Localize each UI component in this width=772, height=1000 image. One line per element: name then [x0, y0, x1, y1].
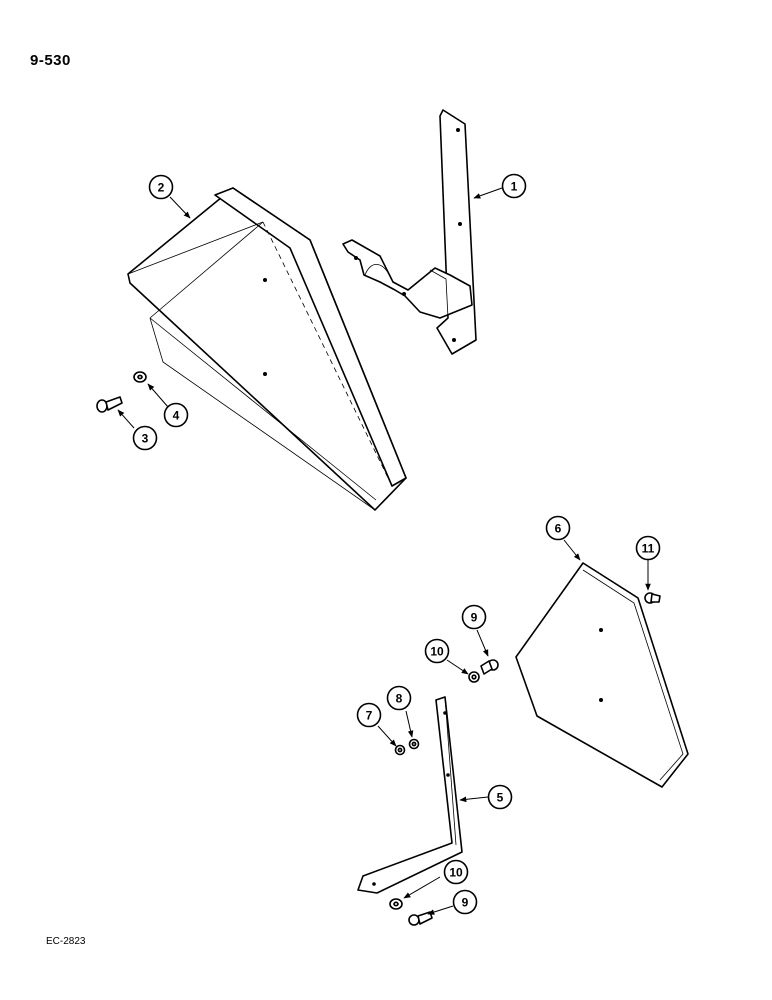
leader-3 [117, 409, 135, 429]
leader-8 [405, 710, 414, 738]
callout-label: 3 [142, 432, 149, 446]
leader-9a [476, 629, 489, 657]
callout-label: 10 [449, 866, 463, 880]
leader-1 [473, 187, 503, 199]
callout-10-lower: 10 [443, 859, 469, 885]
callout-6: 6 [545, 515, 571, 541]
bolt-icon [480, 659, 499, 675]
callout-1: 1 [501, 173, 527, 199]
callout-11: 11 [635, 535, 661, 561]
tapered-shield-icon [127, 187, 407, 511]
leader-7 [377, 725, 397, 747]
washer-icon [389, 898, 403, 910]
callout-9-upper: 9 [461, 604, 487, 630]
bolt-icon [644, 592, 661, 604]
callout-9-lower: 9 [452, 889, 478, 915]
leader-6 [563, 539, 581, 561]
support-strap-icon [357, 696, 463, 894]
washer-icon [468, 671, 480, 683]
callout-label: 9 [462, 896, 469, 910]
callout-3: 3 [132, 425, 158, 451]
callout-10-upper: 10 [424, 638, 450, 664]
drawing-code: EC-2823 [46, 936, 86, 947]
callout-4: 4 [163, 402, 189, 428]
callout-7: 7 [356, 702, 382, 728]
washer-icon [394, 744, 406, 756]
mounting-bracket-icon [342, 109, 477, 355]
leader-4 [147, 383, 169, 408]
callout-label: 7 [366, 709, 373, 723]
washer-icon [133, 371, 147, 383]
callout-label: 2 [158, 181, 165, 195]
washer-icon [408, 738, 420, 750]
callout-5: 5 [487, 784, 513, 810]
callout-label: 11 [642, 542, 655, 556]
callout-8: 8 [386, 685, 412, 711]
callout-label: 1 [511, 180, 518, 194]
leader-9b [427, 905, 454, 915]
callout-label: 9 [471, 611, 478, 625]
callout-label: 10 [430, 645, 444, 659]
flat-panel-icon [515, 562, 689, 788]
leader-10a [446, 659, 469, 675]
leader-10b [403, 876, 441, 899]
callout-label: 4 [173, 409, 180, 423]
leader-5 [459, 796, 489, 803]
callout-2: 2 [148, 174, 174, 200]
leader-2 [169, 196, 191, 219]
screw-icon [96, 396, 123, 413]
page-number: 9-530 [30, 52, 71, 69]
bolt-icon [408, 911, 433, 926]
callout-label: 5 [497, 791, 504, 805]
leader-lines [117, 187, 651, 915]
callout-label: 8 [396, 692, 403, 706]
callout-label: 6 [555, 522, 562, 536]
